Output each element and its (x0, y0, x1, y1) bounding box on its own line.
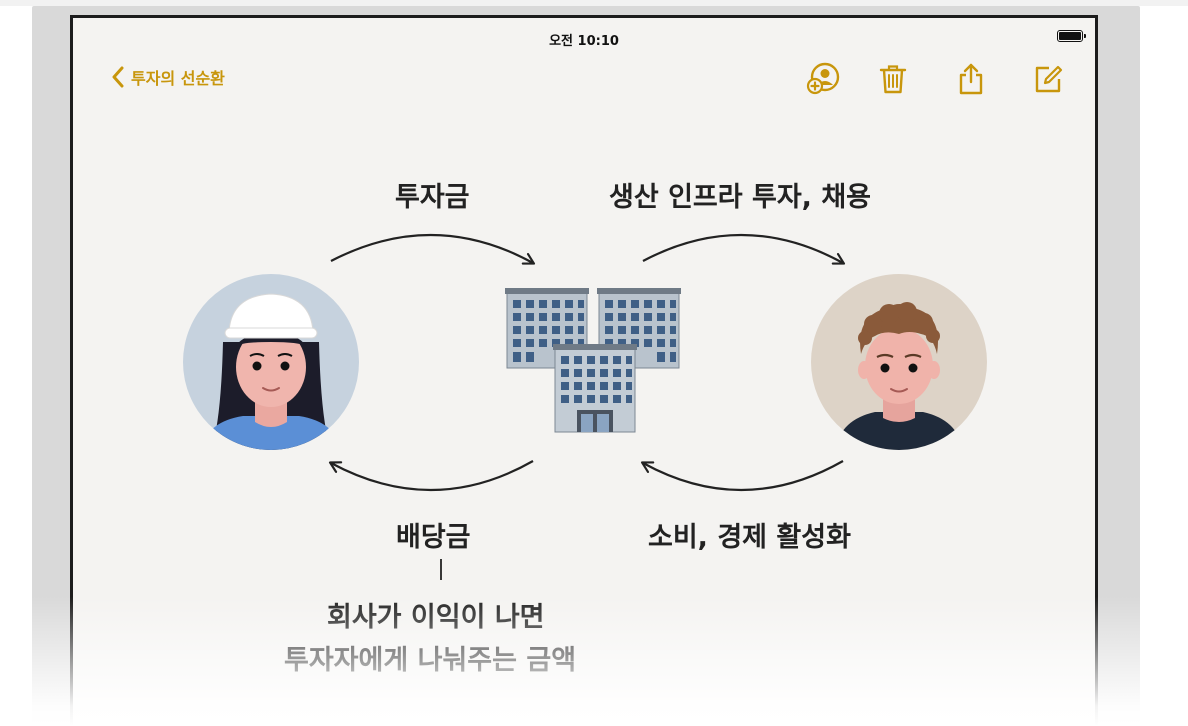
building-front (553, 344, 637, 433)
consumption-arrow (640, 460, 844, 492)
flow-arrows (328, 233, 846, 580)
status-time: 오전 10:10 (549, 34, 619, 49)
production-label: 생산 인프라 투자, 채용 (609, 182, 872, 213)
consumption-label: 소비, 경제 활성화 (648, 522, 851, 553)
back-label: 투자의 선순환 (131, 69, 225, 88)
top-strip (0, 0, 1188, 6)
building-left (505, 288, 589, 369)
notes-screen: 오전 10:10 투자의 선순환 (70, 15, 1098, 726)
back-button[interactable]: 투자의 선순환 (111, 64, 225, 90)
compose-icon[interactable] (1031, 62, 1065, 96)
investment-arrow (330, 233, 536, 265)
note-line-2: 투자자에게 나눠주는 금액 (284, 645, 577, 676)
add-person-icon[interactable] (806, 62, 840, 96)
share-icon[interactable] (954, 62, 988, 96)
investment-label: 투자금 (395, 182, 470, 213)
note-line-1: 회사가 이익이 나면 (327, 602, 545, 633)
company-buildings (505, 288, 681, 433)
building-right (597, 288, 681, 369)
investor-avatar (183, 274, 359, 450)
chevron-left-icon (112, 66, 124, 88)
production-arrow (642, 233, 846, 265)
trash-icon[interactable] (876, 62, 910, 96)
dividend-label: 배당금 (396, 522, 471, 553)
battery-icon (1057, 30, 1086, 42)
dividend-arrow (328, 460, 534, 492)
consumer-avatar (811, 274, 987, 450)
